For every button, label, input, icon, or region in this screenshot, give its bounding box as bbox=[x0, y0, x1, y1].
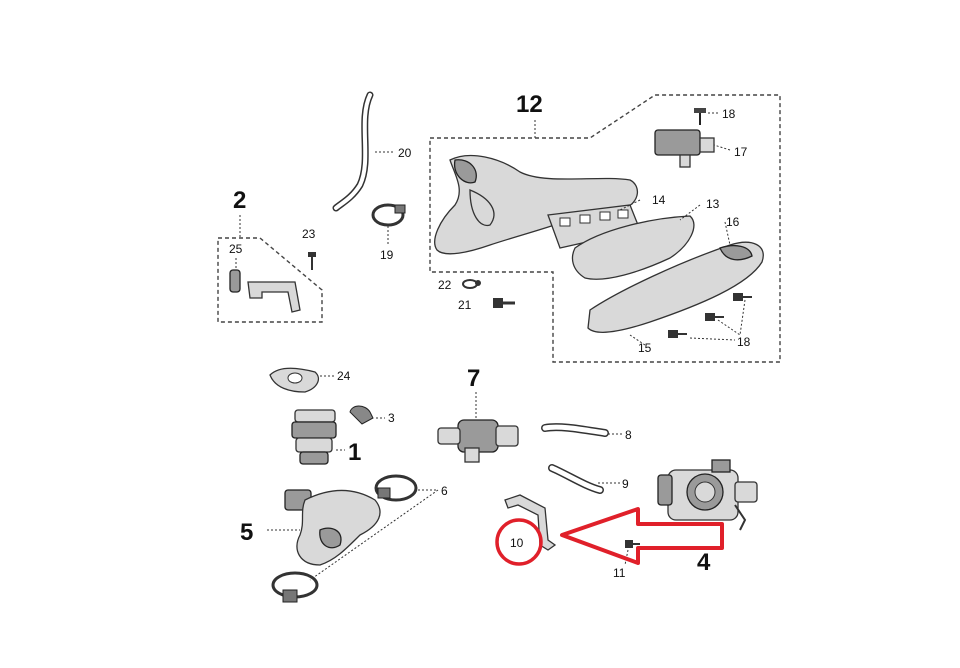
lower-manifold bbox=[587, 241, 764, 333]
label-14: 14 bbox=[652, 193, 666, 207]
label-21: 21 bbox=[458, 298, 472, 312]
screw-18-top bbox=[694, 108, 706, 125]
label-9: 9 bbox=[622, 477, 629, 491]
label-18-lower: 18 bbox=[737, 335, 751, 349]
screw-23 bbox=[308, 252, 316, 270]
label-19: 19 bbox=[380, 248, 394, 262]
clamp-6-lower bbox=[271, 571, 319, 603]
throttle-body-4 bbox=[657, 459, 758, 531]
clamp-6-upper bbox=[374, 474, 418, 502]
label-7: 7 bbox=[467, 365, 480, 392]
label-12: 12 bbox=[516, 91, 543, 118]
red-circle-highlight-icon bbox=[495, 518, 543, 566]
label-5: 5 bbox=[240, 519, 253, 546]
label-13: 13 bbox=[706, 197, 720, 211]
label-17: 17 bbox=[734, 145, 748, 159]
label-20: 20 bbox=[398, 146, 412, 160]
screws-18-lower bbox=[668, 293, 752, 341]
label-11: 11 bbox=[613, 566, 626, 580]
intake-boot-5 bbox=[284, 489, 381, 566]
label-22: 22 bbox=[438, 278, 452, 292]
bracket-2 bbox=[247, 281, 301, 313]
label-23: 23 bbox=[302, 227, 316, 241]
group-2-frame bbox=[217, 237, 323, 323]
red-outline-arrow-icon bbox=[560, 507, 724, 565]
clip-3 bbox=[349, 405, 374, 425]
label-15: 15 bbox=[638, 341, 652, 355]
label-1: 1 bbox=[348, 439, 361, 466]
manifold-seal bbox=[571, 215, 695, 280]
label-16: 16 bbox=[726, 215, 740, 229]
label-25: 25 bbox=[229, 242, 243, 256]
label-2: 2 bbox=[233, 187, 246, 214]
screw-11 bbox=[625, 540, 640, 548]
bracket-10 bbox=[504, 494, 557, 551]
intake-manifold bbox=[434, 154, 639, 255]
label-3: 3 bbox=[388, 411, 395, 425]
clip-22 bbox=[462, 279, 481, 289]
sensor-25 bbox=[229, 258, 241, 293]
label-18-top: 18 bbox=[722, 107, 736, 121]
map-sensor bbox=[654, 129, 715, 168]
label-6: 6 bbox=[441, 484, 448, 498]
label-8: 8 bbox=[625, 428, 632, 442]
label-24: 24 bbox=[337, 369, 351, 383]
fuel-injector-1 bbox=[291, 409, 345, 465]
label-4: 4 bbox=[697, 549, 711, 576]
label-10: 10 bbox=[510, 536, 524, 550]
group-12-frame bbox=[429, 94, 781, 363]
idle-valve-7 bbox=[437, 392, 519, 463]
screw-21 bbox=[493, 298, 515, 308]
hose-clamp-19 bbox=[371, 203, 406, 227]
